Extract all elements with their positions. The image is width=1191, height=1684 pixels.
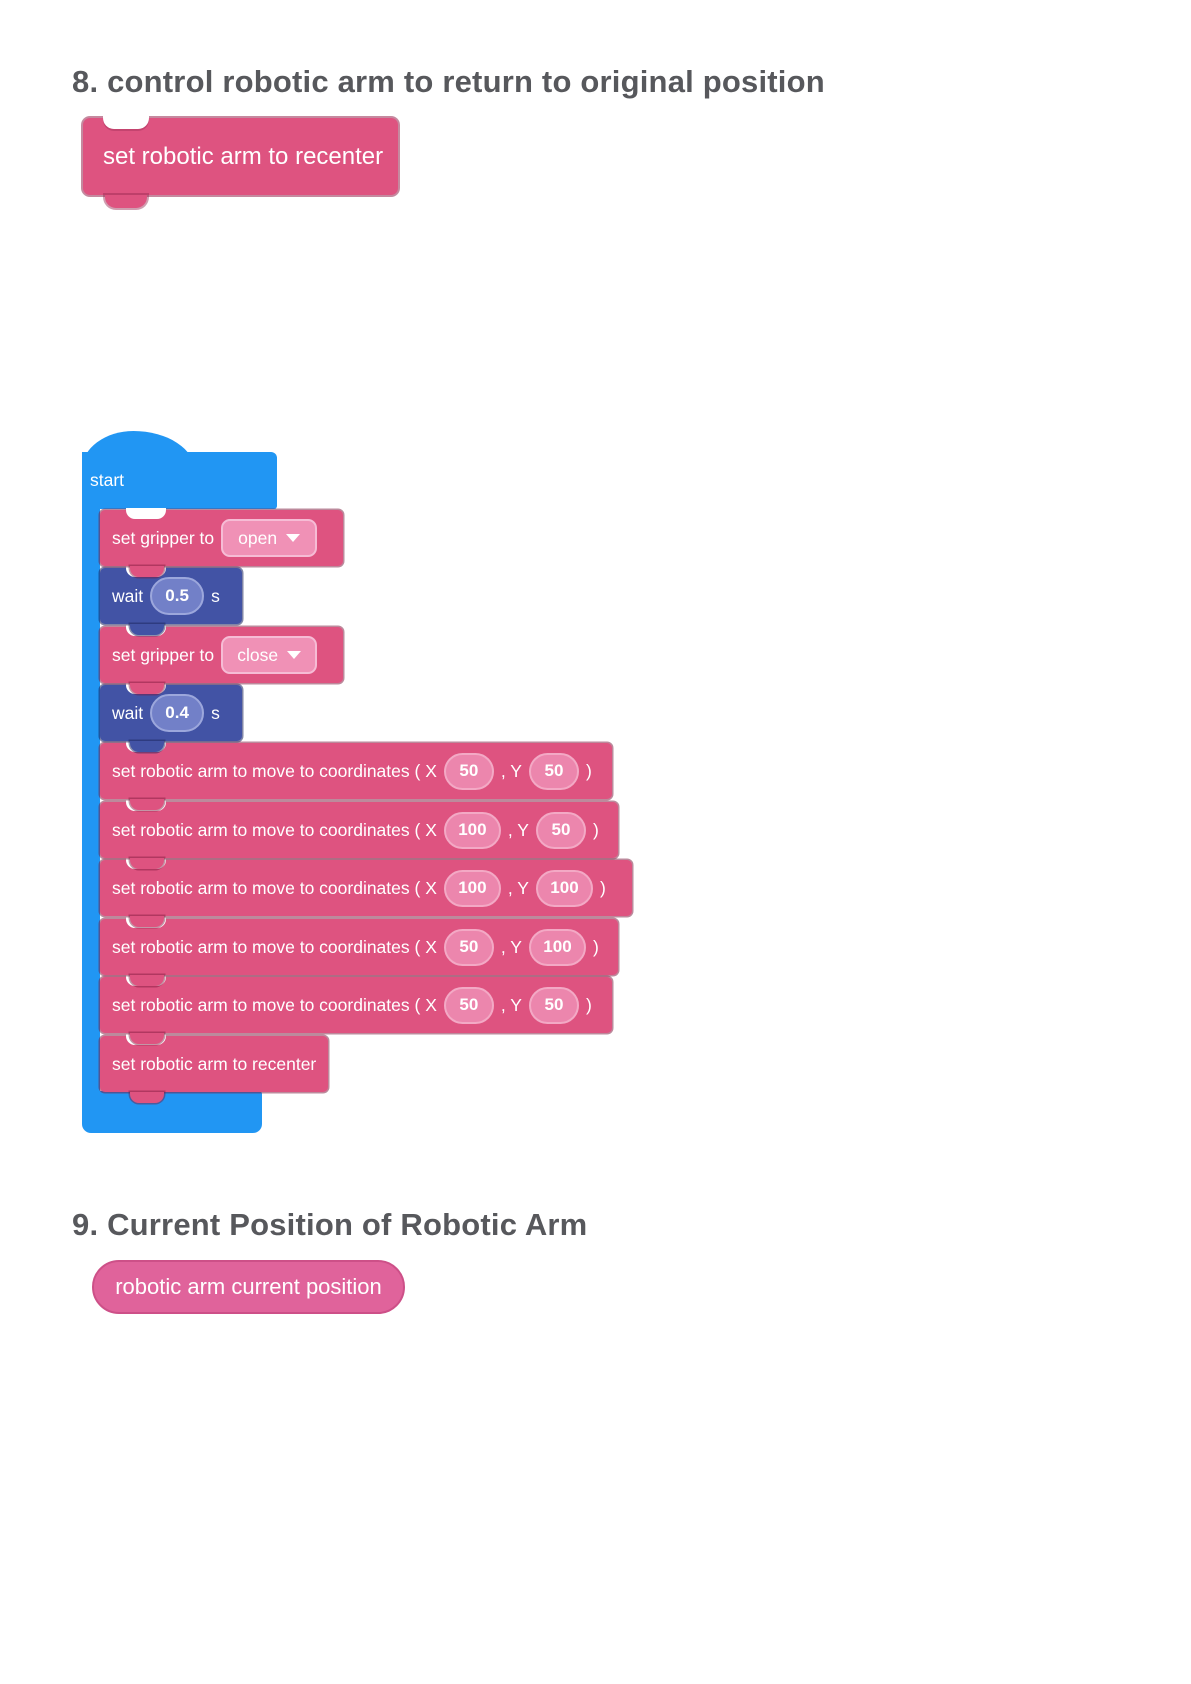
dropdown-value: open [238, 527, 278, 548]
start-block[interactable]: start [82, 452, 277, 509]
unit-label: s [211, 585, 220, 606]
chevron-down-icon [287, 651, 302, 659]
block-label: set robotic arm to move to coordinates (… [112, 936, 437, 957]
block-move-to-coordinates[interactable]: set robotic arm to move to coordinates (… [100, 975, 612, 1044]
block-set-robotic-arm-to-recenter[interactable]: set robotic arm to recenter [83, 116, 398, 208]
chevron-down-icon [286, 534, 301, 542]
unit-label: s [211, 702, 220, 723]
block-label: set gripper to [112, 527, 215, 548]
block-move-to-coordinates[interactable]: set robotic arm to move to coordinates (… [100, 800, 618, 869]
block-label: , Y [500, 936, 522, 957]
block-robotic-arm-current-position[interactable]: robotic arm current position [92, 1260, 405, 1314]
start-block-foot [82, 1091, 262, 1133]
block-label: robotic arm current position [115, 1274, 382, 1299]
block-label: , Y [500, 760, 522, 781]
start-block-arm [82, 470, 100, 1110]
block-wait[interactable]: wait 0.4 s [100, 683, 242, 752]
block-label: , Y [507, 819, 529, 840]
y-coordinate-input[interactable]: 50 [535, 811, 586, 849]
x-coordinate-input[interactable]: 100 [443, 869, 501, 907]
gripper-state-dropdown[interactable]: open [221, 519, 318, 557]
block-label: set robotic arm to move to coordinates (… [112, 994, 437, 1015]
block-wait[interactable]: wait 0.5 s [100, 566, 242, 635]
block-label: set gripper to [112, 644, 215, 665]
section-8-heading: 8. control robotic arm to return to orig… [72, 64, 825, 99]
block-label: , Y [500, 994, 522, 1015]
block-move-to-coordinates[interactable]: set robotic arm to move to coordinates (… [100, 741, 612, 810]
block-set-gripper-close[interactable]: set gripper to close [100, 625, 343, 694]
y-coordinate-input[interactable]: 100 [535, 869, 593, 907]
wait-seconds-input[interactable]: 0.4 [150, 694, 205, 732]
block-label: , Y [507, 877, 529, 898]
block-label: set robotic arm to move to coordinates (… [112, 877, 437, 898]
y-coordinate-input[interactable]: 50 [528, 986, 579, 1024]
start-label: start [90, 470, 125, 490]
gripper-state-dropdown[interactable]: close [221, 636, 318, 674]
block-label: set robotic arm to move to coordinates (… [112, 819, 437, 840]
block-label: ) [599, 877, 606, 898]
block-label: set robotic arm to recenter [112, 1053, 317, 1074]
block-label: wait [112, 585, 144, 606]
section-9-heading: 9. Current Position of Robotic Arm [72, 1207, 588, 1242]
block-label: wait [112, 702, 144, 723]
block-label: ) [592, 819, 599, 840]
block-move-to-coordinates[interactable]: set robotic arm to move to coordinates (… [100, 917, 618, 986]
block-move-to-coordinates[interactable]: set robotic arm to move to coordinates (… [100, 858, 632, 927]
x-coordinate-input[interactable]: 100 [443, 811, 501, 849]
dropdown-value: close [237, 644, 279, 665]
x-coordinate-input[interactable]: 50 [443, 752, 494, 790]
x-coordinate-input[interactable]: 50 [443, 986, 494, 1024]
block-set-gripper-open[interactable]: set gripper to open [100, 508, 343, 577]
block-label: ) [585, 760, 592, 781]
block-label: ) [585, 994, 592, 1015]
wait-seconds-input[interactable]: 0.5 [150, 577, 205, 615]
block-set-robotic-arm-to-recenter[interactable]: set robotic arm to recenter [100, 1034, 328, 1103]
block-label: set robotic arm to move to coordinates (… [112, 760, 437, 781]
y-coordinate-input[interactable]: 50 [528, 752, 579, 790]
y-coordinate-input[interactable]: 100 [528, 928, 586, 966]
x-coordinate-input[interactable]: 50 [443, 928, 494, 966]
block-label: ) [592, 936, 599, 957]
block-label: set robotic arm to recenter [103, 142, 384, 170]
